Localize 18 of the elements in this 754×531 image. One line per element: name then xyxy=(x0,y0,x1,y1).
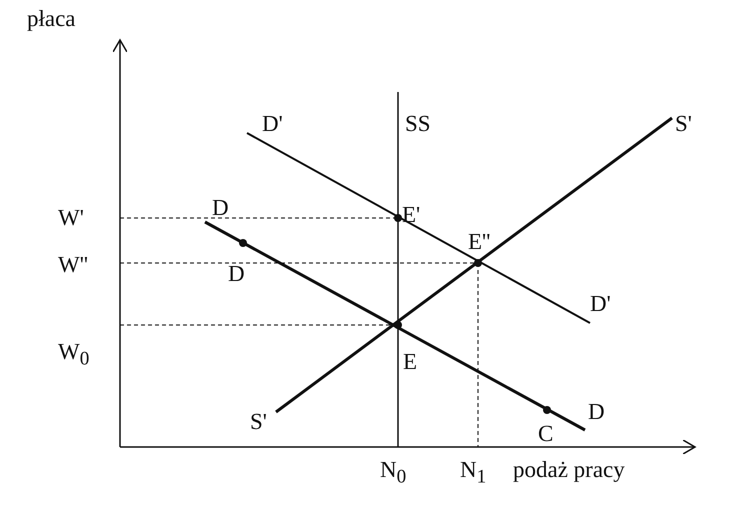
tick-label: W' xyxy=(58,206,84,229)
curve-label: S' xyxy=(675,112,692,135)
curve-label: S' xyxy=(250,410,267,433)
tick-label: N$_{0}$ xyxy=(380,458,406,487)
curve-label: D xyxy=(588,400,605,423)
point-label: E'' xyxy=(468,230,490,253)
tick-label: N$_{1}$ xyxy=(460,458,486,487)
curve-label: SS xyxy=(405,112,431,135)
point-label: E xyxy=(403,350,418,373)
curve-label: D' xyxy=(262,112,283,135)
point-label: C xyxy=(538,422,554,445)
curve-label: D xyxy=(228,262,245,285)
axis-label: podaż pracy xyxy=(513,458,625,481)
axis-label: płaca xyxy=(27,7,76,30)
tick-label: W'' xyxy=(58,253,88,276)
curve-label: D' xyxy=(590,292,611,315)
curve-label: D xyxy=(212,196,229,219)
tick-label: W$_{0}$ xyxy=(58,340,90,369)
